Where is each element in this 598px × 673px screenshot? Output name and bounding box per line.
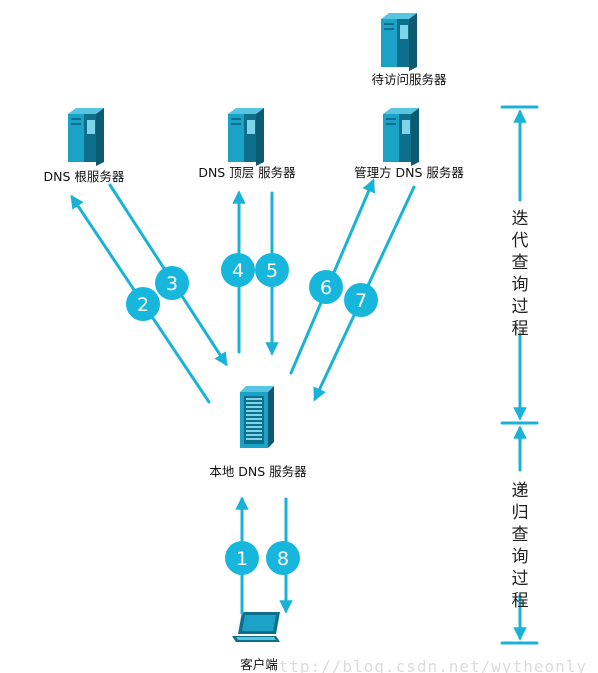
svg-text:7: 7 bbox=[355, 290, 367, 312]
local-dns-label: 本地 DNS 服务器 bbox=[209, 464, 307, 479]
svg-text:4: 4 bbox=[232, 260, 244, 282]
auth-dns-label: 管理方 DNS 服务器 bbox=[354, 165, 464, 180]
step-badge-6: 6 bbox=[309, 270, 343, 304]
target-server-label: 待访问服务器 bbox=[371, 72, 447, 87]
auth-dns-server-icon bbox=[383, 108, 419, 166]
root-dns-server-icon bbox=[68, 108, 104, 166]
laptop-icon bbox=[232, 612, 280, 642]
tld-dns-server-icon bbox=[228, 108, 264, 166]
step-badge-8: 8 bbox=[266, 541, 300, 575]
svg-text:5: 5 bbox=[266, 260, 278, 282]
svg-text:查: 查 bbox=[512, 253, 529, 273]
svg-text:迭: 迭 bbox=[512, 209, 529, 229]
local-dns-server-icon bbox=[240, 386, 274, 448]
watermark-text: http://blog.csdn.net/wytheonly bbox=[268, 657, 587, 673]
svg-text:过: 过 bbox=[512, 297, 529, 317]
step-badge-3: 3 bbox=[155, 266, 189, 300]
step-badge-4: 4 bbox=[221, 253, 255, 287]
svg-text:6: 6 bbox=[320, 277, 332, 299]
step-badge-1: 1 bbox=[225, 541, 259, 575]
svg-text:询: 询 bbox=[512, 547, 529, 567]
iterative-process-label: 迭 代 查 询 过 程 bbox=[512, 209, 529, 339]
step-badge-2: 2 bbox=[126, 287, 160, 321]
svg-text:8: 8 bbox=[277, 548, 289, 570]
svg-text:1: 1 bbox=[236, 548, 248, 570]
svg-text:3: 3 bbox=[166, 273, 178, 295]
svg-text:代: 代 bbox=[512, 231, 529, 251]
step-badge-5: 5 bbox=[255, 253, 289, 287]
svg-text:递: 递 bbox=[512, 481, 529, 501]
client-label: 客户端 bbox=[240, 657, 278, 672]
svg-text:查: 查 bbox=[512, 525, 529, 545]
step-badge-7: 7 bbox=[344, 283, 378, 317]
svg-text:程: 程 bbox=[512, 591, 529, 611]
target-server-icon bbox=[381, 13, 417, 71]
svg-text:过: 过 bbox=[512, 569, 529, 589]
svg-text:归: 归 bbox=[512, 503, 529, 523]
tld-dns-label: DNS 顶层 服务器 bbox=[198, 165, 296, 180]
svg-text:2: 2 bbox=[137, 294, 149, 316]
svg-text:程: 程 bbox=[512, 319, 529, 339]
root-dns-label: DNS 根服务器 bbox=[44, 169, 125, 184]
recursive-process-label: 递 归 查 询 过 程 bbox=[512, 481, 529, 611]
svg-text:询: 询 bbox=[512, 275, 529, 295]
